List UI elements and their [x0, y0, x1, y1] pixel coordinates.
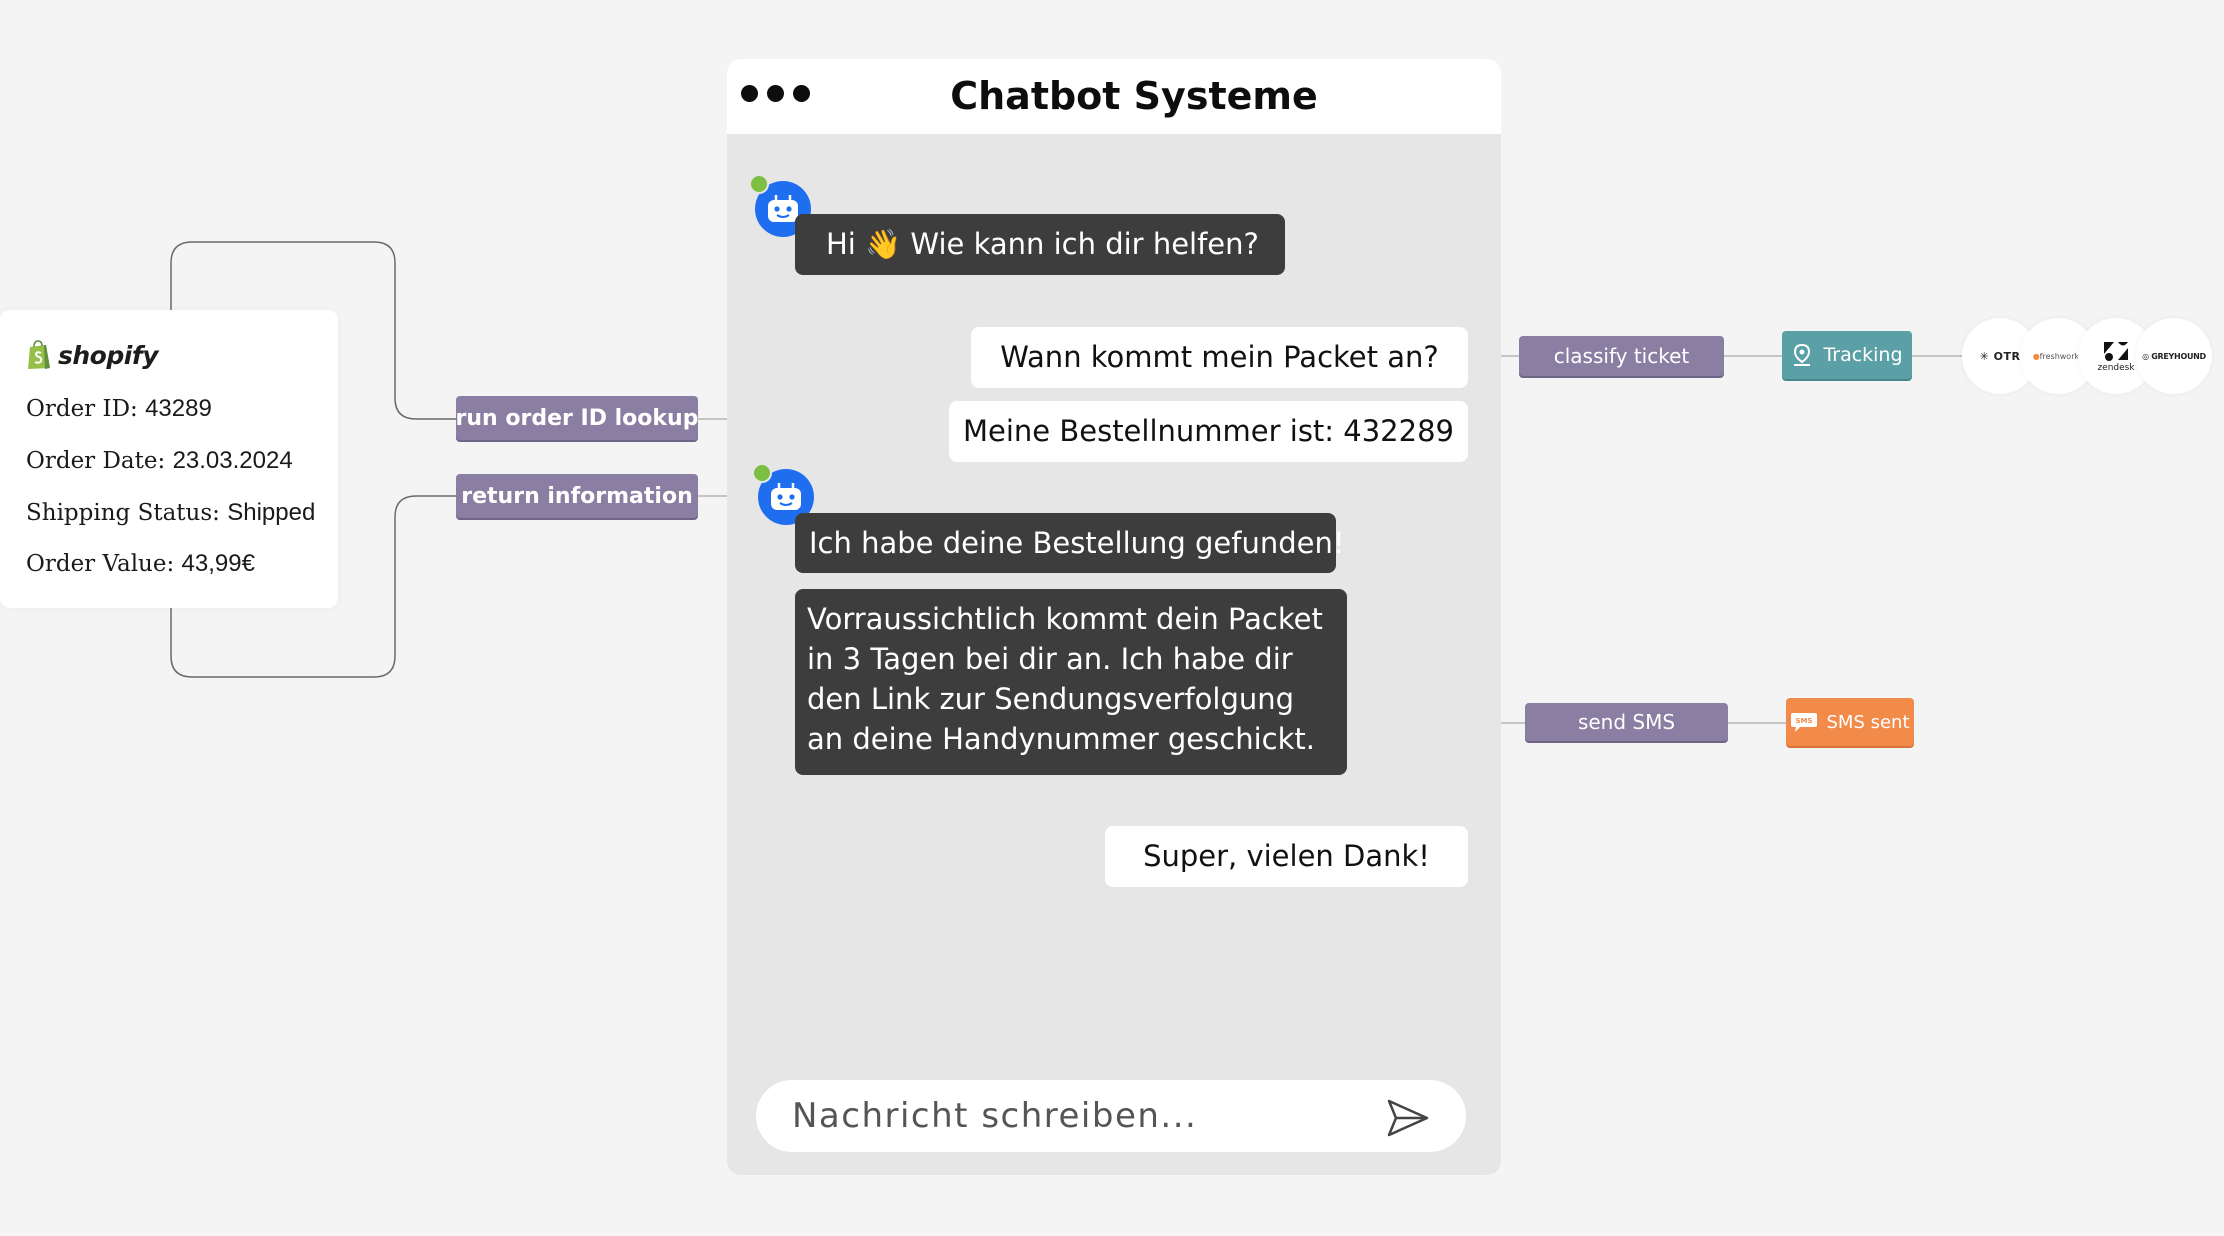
chat-title: Chatbot Systeme: [950, 74, 1318, 118]
sms-sent-badge: SMS SMS sent: [1786, 698, 1914, 746]
otr-logo: ✳ OTR: [1962, 318, 2038, 394]
waving-hand-icon: 👋: [865, 227, 902, 261]
svg-text:SMS: SMS: [1796, 717, 1813, 725]
order-value-row: Order Value: 43,99€: [26, 550, 255, 578]
zendesk-z-icon: [2104, 341, 2128, 361]
order-id-label: Order ID:: [26, 396, 138, 422]
user-message-thanks: Super, vielen Dank!: [1105, 826, 1468, 887]
window-dot-3: [793, 85, 810, 102]
online-indicator: [752, 463, 772, 483]
greyhound-logo: ◎ GREYHOUND: [2136, 318, 2212, 394]
window-dot-2: [767, 85, 784, 102]
send-icon[interactable]: [1386, 1096, 1430, 1140]
online-indicator: [749, 174, 769, 194]
shopify-bag-icon: [28, 340, 50, 369]
robot-icon: [768, 195, 798, 222]
message-input-placeholder: Nachricht schreiben...: [792, 1096, 1198, 1136]
tracking-label: Tracking: [1823, 344, 1903, 366]
send-sms-tag: send SMS: [1525, 703, 1728, 741]
order-date-row: Order Date: 23.03.2024: [26, 447, 293, 475]
order-id-value: 43289: [145, 395, 212, 422]
tracking-badge: Tracking: [1782, 331, 1912, 379]
shipping-status-value: Shipped: [227, 499, 316, 526]
shopify-wordmark: shopify: [58, 340, 159, 370]
order-date-label: Order Date:: [26, 448, 166, 474]
message-input[interactable]: Nachricht schreiben...: [756, 1080, 1466, 1152]
sms-sent-label: SMS sent: [1826, 711, 1910, 733]
bot-message-delivery: Vorraussichtlich kommt dein Packet in 3 …: [795, 589, 1347, 775]
otr-logo-text: OTR: [1993, 349, 2021, 363]
shopify-logo: shopify: [26, 340, 159, 370]
classify-ticket-tag: classify ticket: [1519, 336, 1724, 376]
return-information-tag: return information: [456, 474, 698, 518]
order-value-label: Order Value:: [26, 551, 175, 577]
robot-icon: [771, 483, 801, 510]
zendesk-logo-text: zendesk: [2097, 362, 2135, 373]
freshworks-logo-text: freshworks: [2039, 351, 2084, 361]
bot-message-greeting: Hi 👋 Wie kann ich dir helfen?: [795, 214, 1285, 275]
bot-message-found: Ich habe deine Bestellung gefunden!: [795, 513, 1345, 573]
user-message-when: Wann kommt mein Packet an?: [971, 327, 1468, 388]
chat-header: Chatbot Systeme: [727, 59, 1501, 134]
chat-window: Chatbot Systeme Hi 👋 Wie kann ich dir he…: [727, 59, 1501, 1175]
greyhound-logo-text: GREYHOUND: [2151, 351, 2206, 361]
greeting-text: Wie kann ich dir helfen?: [910, 227, 1259, 261]
shopify-order-card: shopify Order ID: 43289 Order Date: 23.0…: [0, 310, 338, 608]
greeting-hi: Hi: [826, 227, 856, 261]
order-value-value: 43,99€: [181, 550, 255, 577]
sms-bubble-icon: SMS: [1791, 713, 1818, 732]
run-order-id-lookup-tag: run order ID lookup: [456, 396, 698, 440]
location-pin-icon: [1794, 343, 1811, 366]
shipping-status-label: Shipping Status:: [26, 500, 220, 526]
shipping-status-row: Shipping Status: Shipped: [26, 499, 315, 527]
user-message-order-number: Meine Bestellnummer ist: 432289: [949, 401, 1468, 462]
order-date-value: 23.03.2024: [172, 447, 293, 474]
window-dot-1: [741, 85, 758, 102]
order-id-row: Order ID: 43289: [26, 395, 212, 423]
